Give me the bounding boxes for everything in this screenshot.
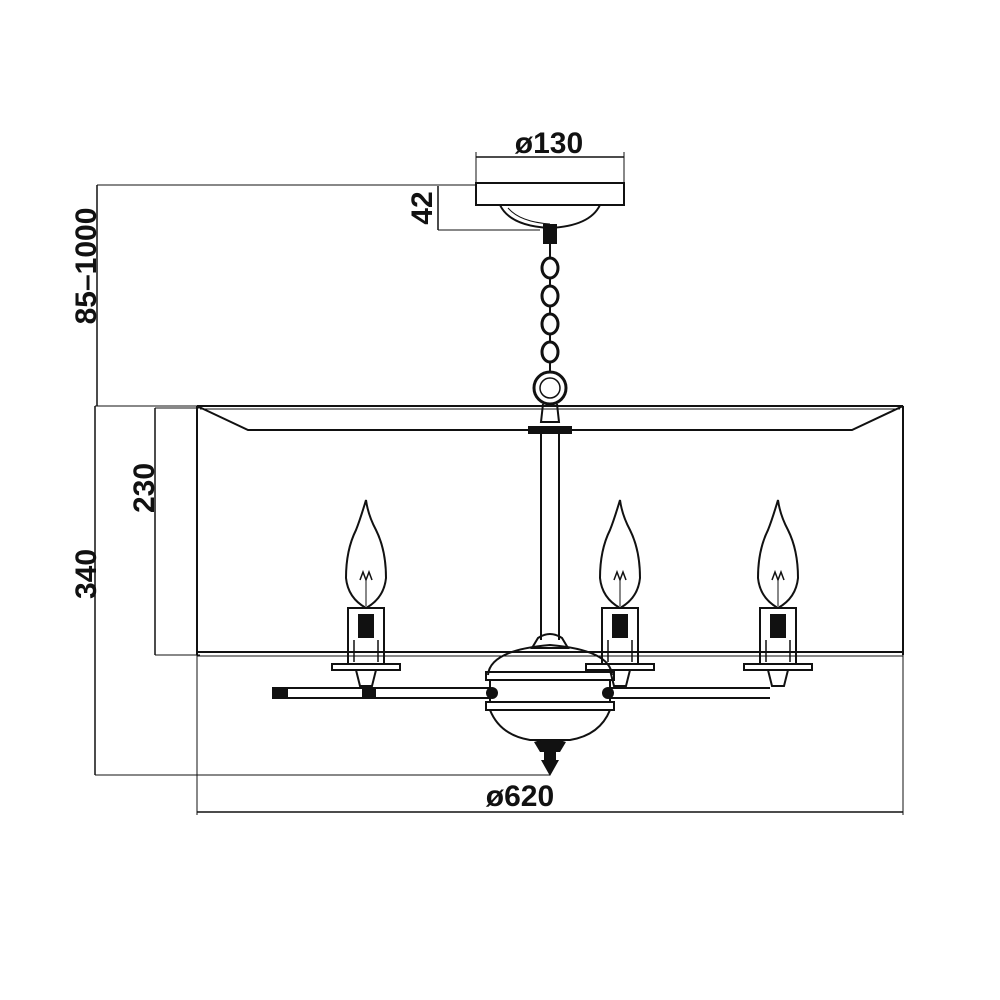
arm-rail	[272, 687, 770, 699]
canopy-height-dimension	[437, 186, 540, 231]
total-height-dimension	[94, 405, 550, 776]
canopy-diameter-label: ø130	[515, 127, 583, 160]
candle-light-left	[331, 499, 401, 687]
ceiling-canopy	[475, 152, 625, 230]
shade-height-dimension	[154, 407, 200, 656]
drum-shade	[196, 405, 904, 657]
shade-diameter-label: ø620	[486, 780, 554, 813]
central-stem	[528, 426, 572, 649]
chain-length-dimension	[96, 184, 476, 406]
canopy-height-label: 42	[406, 191, 439, 224]
candle-light-right	[743, 499, 813, 687]
candle-light-center	[585, 499, 655, 687]
total-height-label: 340	[70, 549, 103, 599]
chain-length-label: 85–1000	[70, 208, 103, 325]
shade-height-label: 230	[128, 463, 161, 513]
hanging-chain	[532, 224, 568, 423]
shade-diameter-dimension	[196, 655, 904, 815]
